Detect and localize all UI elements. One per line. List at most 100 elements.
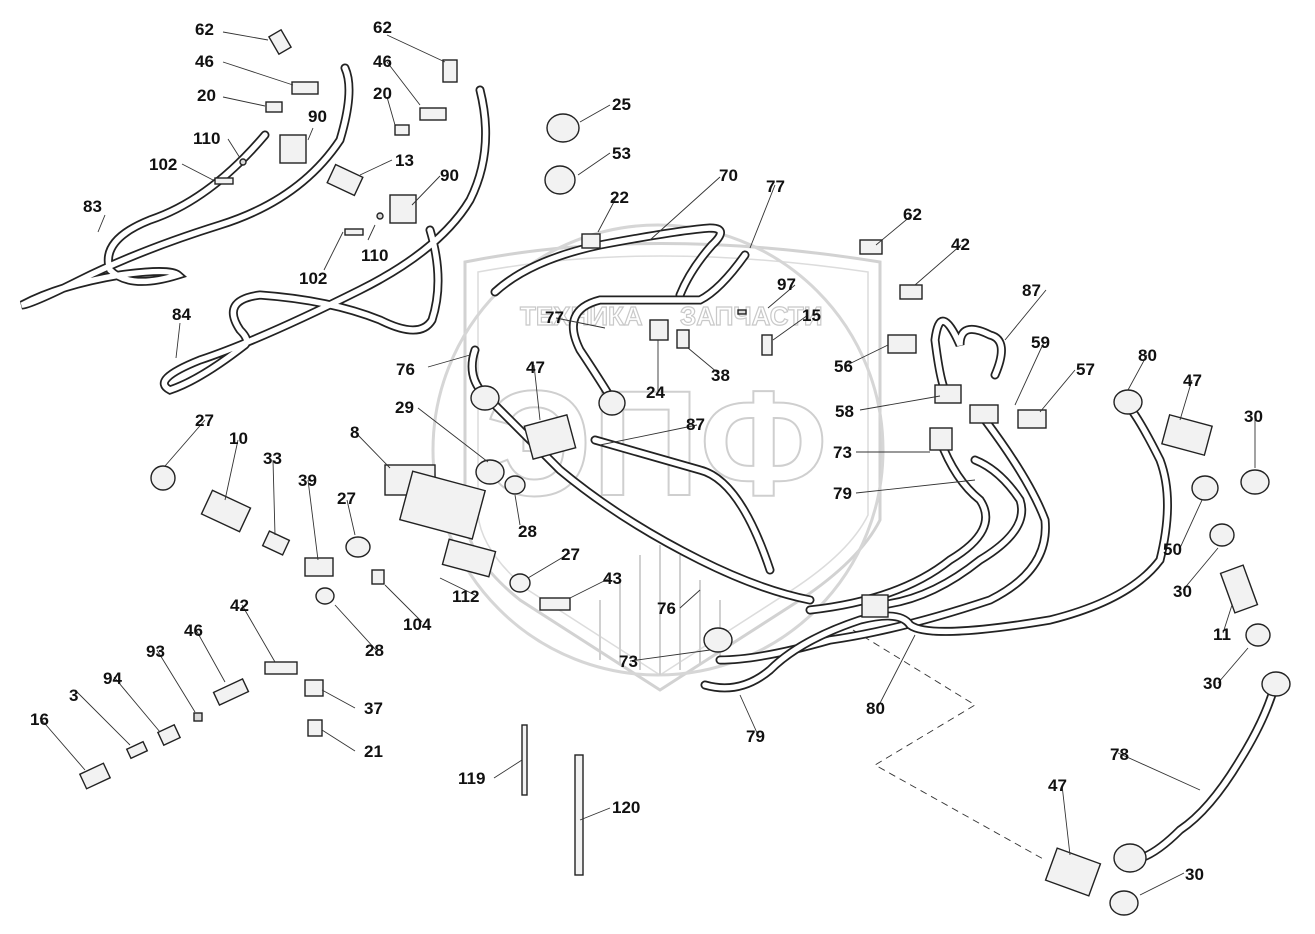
part-42-right [899,284,923,300]
label-13: 13 [395,151,414,170]
label-110: 110 [193,129,220,148]
part-104 [371,569,385,585]
part-119-tie [521,724,528,796]
label-56: 56 [834,357,853,376]
part-13 [326,163,364,197]
label-20: 20 [197,86,216,105]
part-73-lower [703,627,733,653]
label-47: 47 [526,358,545,377]
label-104: 104 [403,615,432,634]
label-102: 102 [299,269,327,288]
label-42: 42 [951,235,970,254]
label-47: 47 [1183,371,1202,390]
part-50 [1191,475,1219,501]
label-27: 27 [337,489,356,508]
label-20: 20 [373,84,392,103]
part-47-bottom [1044,847,1102,897]
label-90: 90 [308,107,327,126]
part-62-top-center [442,59,458,83]
label-30: 30 [1244,407,1263,426]
part-57 [1017,409,1047,429]
label-76: 76 [657,599,676,618]
part-80-clamp [861,594,889,618]
label-84: 84 [172,305,191,324]
label-38: 38 [711,366,730,385]
part-53 [544,165,576,195]
part-43 [539,597,571,611]
label-110: 110 [361,246,388,265]
label-28: 28 [365,641,384,660]
part-15 [761,334,773,356]
part-46-lower [212,677,250,707]
label-33: 33 [263,449,282,468]
part-47-center [523,414,577,460]
label-43: 43 [603,569,622,588]
label-62: 62 [373,18,392,37]
label-27: 27 [561,545,580,564]
label-90: 90 [440,166,459,185]
label-94: 94 [103,669,122,688]
label-58: 58 [835,402,854,421]
label-30: 30 [1203,674,1222,693]
label-30: 30 [1173,582,1192,601]
part-102-left [214,177,234,185]
label-37: 37 [364,699,383,718]
part-27-center [345,536,371,558]
label-59: 59 [1031,333,1050,352]
part-56 [887,334,917,354]
part-94 [156,723,182,747]
label-16: 16 [30,710,49,729]
part-62-right [859,239,883,255]
part-90-top-left [279,134,307,164]
part-30-d [1109,890,1139,916]
part-27-lower [509,573,531,593]
part-28-lower [315,587,335,605]
label-3: 3 [69,686,78,705]
label-102: 102 [149,155,177,174]
label-21: 21 [364,742,383,761]
part-80-end [1113,389,1143,415]
label-62: 62 [903,205,922,224]
part-labels: 62 46 20 110 102 90 83 62 46 20 13 90 11… [30,18,1263,884]
part-29 [475,459,505,485]
label-11: 11 [1213,625,1231,644]
part-110-center [376,212,384,220]
label-77: 77 [766,177,785,196]
label-78: 78 [1110,745,1129,764]
label-46: 46 [373,52,392,71]
label-79: 79 [833,484,852,503]
label-80: 80 [866,699,885,718]
label-50: 50 [1163,540,1182,559]
label-97: 97 [777,275,796,294]
label-93: 93 [146,642,165,661]
label-10: 10 [229,429,248,448]
parts [78,28,1291,916]
label-83: 83 [83,197,102,216]
label-22: 22 [610,188,629,207]
part-20-top-center [394,124,410,136]
label-46: 46 [184,621,203,640]
label-29: 29 [395,398,414,417]
part-16 [78,762,112,790]
part-47-right [1161,413,1213,457]
part-112 [441,538,497,578]
part-78-end [1261,671,1291,697]
part-27-left [150,465,176,491]
part-110-left [239,158,247,166]
label-112: 112 [452,587,479,606]
part-11 [1219,564,1259,614]
part-58 [934,384,962,404]
label-24: 24 [646,383,665,402]
part-25 [546,113,580,143]
part-90-center [389,194,417,224]
part-30-a [1240,469,1270,495]
part-59 [969,404,999,424]
part-30-c [1245,623,1271,647]
label-76: 76 [396,360,415,379]
part-39 [304,557,334,577]
label-25: 25 [612,95,631,114]
part-10 [200,489,252,533]
reference-dashed-line [852,629,1046,861]
label-119: 119 [458,769,485,788]
